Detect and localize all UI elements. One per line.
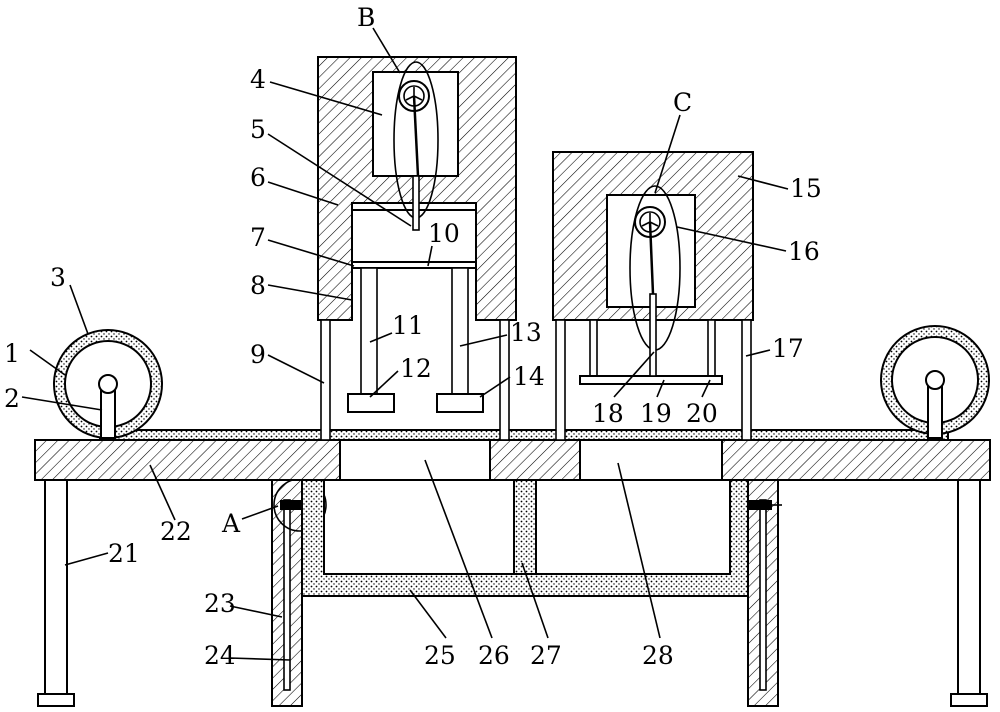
label-24: 24 [204,641,236,670]
left-table-leg [37,479,75,707]
label-14: 14 [513,362,545,391]
label-26: 26 [478,641,510,670]
label-17: 17 [772,334,804,363]
label-7: 7 [250,223,266,252]
label-4: 4 [250,65,266,94]
label-27: 27 [530,641,562,670]
right-housing-leg-left [555,319,566,441]
label-25: 25 [424,641,456,670]
right-housing-leg-right [741,319,752,441]
left-punch [347,267,395,413]
right-support-post [747,479,779,707]
label-5: 5 [250,115,266,144]
left-support-post [271,479,303,707]
label-1: 1 [4,339,20,368]
label-10: 10 [428,219,460,248]
right-punch [436,267,484,413]
label-b: B [357,3,375,32]
crank-mechanism-b [393,61,439,231]
label-3: 3 [50,263,66,292]
label-19: 19 [640,399,672,428]
label-11: 11 [392,311,424,340]
label-6: 6 [250,163,266,192]
label-13: 13 [510,318,542,347]
table-top [34,439,991,481]
collection-box [301,479,749,597]
right-table-leg [950,479,988,707]
label-15: 15 [790,174,822,203]
label-22: 22 [160,517,192,546]
label-23: 23 [204,589,236,618]
label-2: 2 [4,384,20,413]
part-labels: 1 2 3 4 5 6 7 8 9 10 11 12 13 14 15 16 1… [4,3,822,670]
leader-lines [21,27,789,661]
label-c: C [673,88,692,117]
slide-block [351,209,477,269]
crank-mechanism-c [629,185,681,377]
conveyor-belt [99,429,949,441]
right-clamp-bolt [730,500,782,510]
label-28: 28 [642,641,674,670]
label-18: 18 [592,399,624,428]
left-housing-leg-left [320,319,331,441]
label-21: 21 [108,539,140,568]
label-a: A [221,509,241,538]
label-12: 12 [400,354,432,383]
label-8: 8 [250,271,266,300]
label-20: 20 [686,399,718,428]
label-16: 16 [788,237,820,266]
right-roller [880,325,990,439]
label-9: 9 [250,340,266,369]
left-roller [53,329,163,439]
